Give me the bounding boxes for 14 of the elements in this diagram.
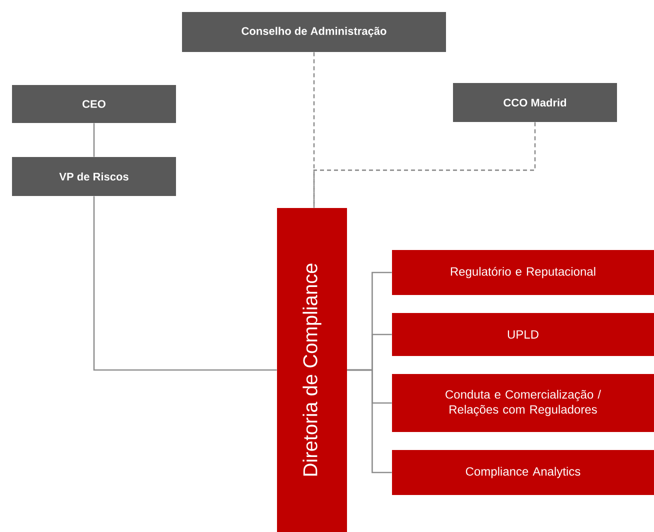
position-box: VP de Riscos <box>12 157 176 196</box>
connector-line <box>93 196 277 371</box>
position-box: CEO <box>12 85 176 123</box>
unit-box: Regulatório e Reputacional <box>392 250 654 295</box>
connector-line <box>313 52 315 208</box>
position-box: Conselho de Administração <box>182 12 446 52</box>
unit-box: Conduta e Comercialização / Relações com Reguladores <box>392 374 654 432</box>
connector-line <box>313 122 536 208</box>
unit-box: UPLD <box>392 313 654 356</box>
position-box: CCO Madrid <box>453 83 617 122</box>
department-box: Diretoria de Compliance <box>277 208 347 532</box>
connector-line <box>347 369 392 474</box>
connector-line <box>93 123 95 157</box>
unit-box: Compliance Analytics <box>392 450 654 495</box>
